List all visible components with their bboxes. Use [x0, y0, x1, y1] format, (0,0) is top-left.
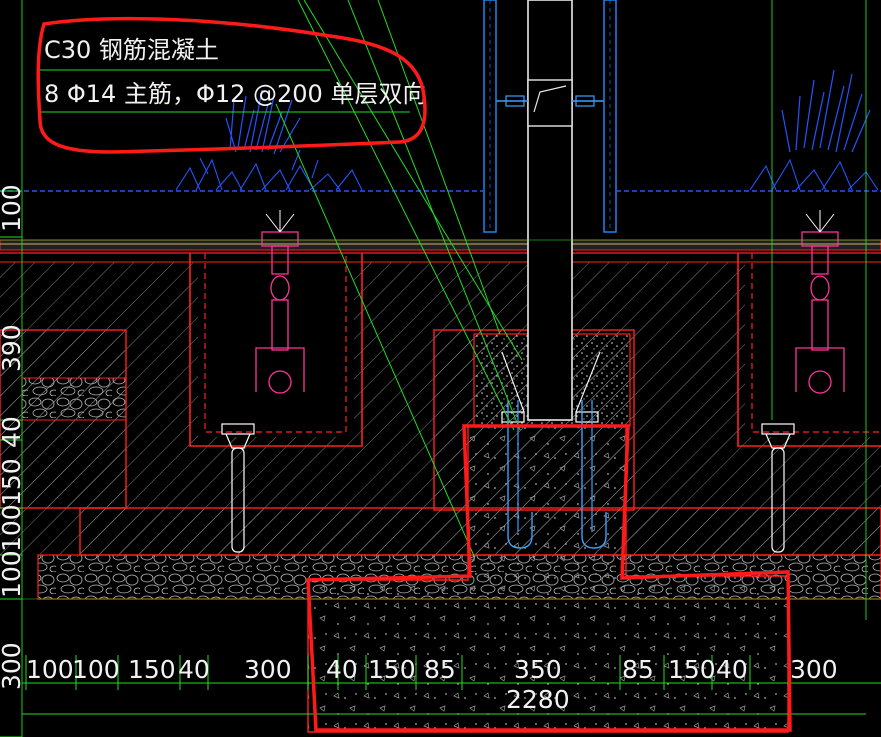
dim-label-v7: 300: [0, 642, 26, 690]
markup-footing-outline: [306, 424, 792, 732]
floor-drain-right: [761, 423, 795, 553]
anchor-bolts: [501, 351, 607, 549]
dim-label-h6: 40: [326, 655, 358, 684]
glass-post-right: [603, 0, 617, 233]
dim-label-v3: 40: [0, 416, 26, 448]
dim-label-v5: 100: [0, 504, 26, 552]
dim-label-h13: 300: [790, 655, 838, 684]
aquatic-plant-right: [749, 69, 879, 191]
dim-label-h8: 85: [424, 655, 456, 684]
dim-label-h1: 100: [26, 655, 74, 684]
dim-label-v4: 150: [0, 458, 26, 506]
planter-cavity-left: [189, 253, 363, 447]
annotation-rebar-spec: 8 Φ14 主筋，Φ12 @200 单层双向: [44, 80, 426, 108]
dim-label-h3: 150: [128, 655, 176, 684]
dim-label-h7: 150: [368, 655, 416, 684]
floor-drain-left: [221, 423, 255, 553]
lawn-sprinkler-right: [795, 210, 845, 394]
glass-post-left: [483, 0, 497, 233]
annotation-concrete-spec: C30 钢筋混凝土: [44, 36, 219, 64]
markup-cloud-annotation: [36, 16, 427, 154]
dim-label-h5: 300: [244, 655, 292, 684]
dim-label-total: 2280: [506, 685, 570, 714]
dim-label-v2: 390: [0, 324, 26, 372]
steel-post-column: [496, 0, 604, 421]
dim-label-h4: 40: [178, 655, 210, 684]
dim-label-h9: 350: [514, 655, 562, 684]
lawn-sprinkler-left: [255, 210, 305, 394]
dim-label-h2: 100: [72, 655, 120, 684]
dim-label-v1: 100: [0, 184, 26, 232]
dim-label-h12: 40: [716, 655, 748, 684]
dim-label-h10: 85: [622, 655, 654, 684]
planter-cavity-right: [737, 253, 881, 447]
horizontal-dimension-line: [22, 655, 881, 715]
dim-label-v6: 100: [0, 550, 26, 598]
dim-label-h11: 150: [668, 655, 716, 684]
retaining-wall-left: [0, 329, 127, 509]
